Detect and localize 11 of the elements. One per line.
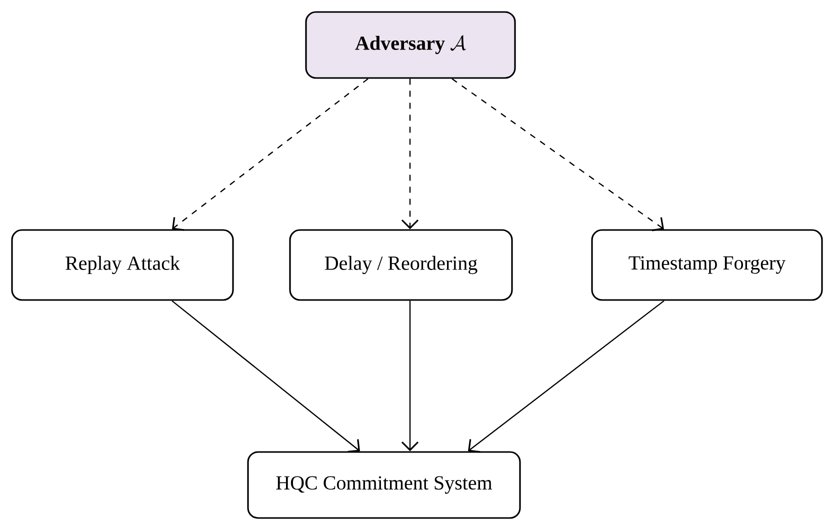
process-box: HQC Commitment System — [247, 451, 521, 519]
process-box: Delay / Reordering — [289, 229, 513, 301]
arrow — [172, 300, 360, 453]
arrow — [401, 300, 419, 452]
arrow — [468, 300, 664, 453]
arrow — [172, 78, 368, 231]
process-box: Replay Attack — [11, 229, 234, 301]
arrow — [401, 78, 419, 230]
arrow — [452, 78, 664, 232]
process-box: Timestamp Forgery — [591, 229, 823, 301]
adversary-box: Adversary $\mathcal{A}$ — [305, 11, 516, 79]
